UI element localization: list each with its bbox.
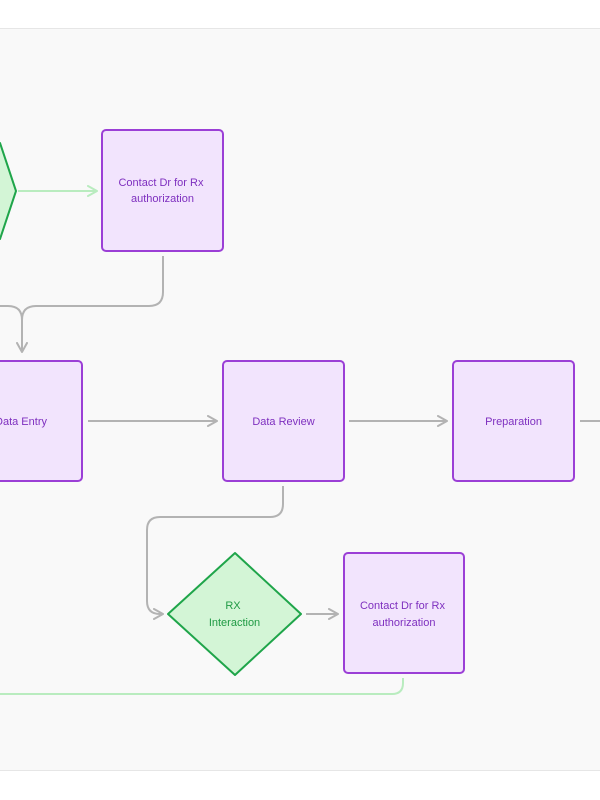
process-node-data-entry[interactable]: Data Entry bbox=[0, 360, 83, 482]
process-node-data-review-box[interactable] bbox=[222, 360, 345, 482]
process-node-contact-top[interactable]: Contact Dr for Rx authorization bbox=[101, 129, 224, 252]
rx-interaction-label: RX Interaction bbox=[209, 600, 260, 629]
connector-data-review-to-rx-interaction bbox=[146, 486, 284, 620]
connector-contact-bottom-loop-back bbox=[0, 678, 404, 695]
process-node-contact-bottom-box[interactable] bbox=[343, 552, 465, 674]
decision-node-rx-interaction[interactable]: RX Interaction bbox=[167, 552, 302, 676]
contact-bottom-label: Contact Dr for Rx authorization bbox=[360, 600, 448, 629]
decision-node-rx-interaction-shape[interactable] bbox=[167, 552, 302, 676]
contact-top-label-line-2: authorization bbox=[131, 193, 194, 205]
contact-bottom-label-line-1: Contact Dr for Rx bbox=[360, 600, 445, 612]
contact-top-label-line-1: Contact Dr for Rx bbox=[118, 177, 203, 189]
preparation-label: Preparation bbox=[485, 416, 542, 428]
connector-contact-top-to-data-entry bbox=[16, 256, 164, 353]
decision-node-offscreen[interactable] bbox=[0, 142, 17, 240]
process-node-contact-top-box[interactable] bbox=[101, 129, 224, 252]
contact-bottom-label-line-2: authorization bbox=[373, 617, 436, 629]
data-entry-label: Data Entry bbox=[0, 416, 47, 428]
connector-left-into-merge bbox=[0, 305, 23, 321]
rx-interaction-label-line-1: RX bbox=[225, 600, 241, 612]
process-node-data-review[interactable]: Data Review bbox=[222, 360, 345, 482]
rx-interaction-label-line-2: Interaction bbox=[209, 617, 260, 629]
contact-top-label: Contact Dr for Rx authorization bbox=[118, 177, 206, 205]
preparation-label-line-1: Preparation bbox=[485, 416, 542, 428]
process-node-preparation-box[interactable] bbox=[452, 360, 575, 482]
process-node-contact-bottom[interactable]: Contact Dr for Rx authorization bbox=[343, 552, 465, 674]
process-node-preparation[interactable]: Preparation bbox=[452, 360, 575, 482]
process-node-data-entry-box[interactable] bbox=[0, 360, 83, 482]
data-entry-label-line-1: Data Entry bbox=[0, 416, 47, 428]
data-review-label-line-1: Data Review bbox=[252, 416, 314, 428]
data-review-label: Data Review bbox=[252, 416, 314, 428]
connectors bbox=[0, 185, 600, 695]
